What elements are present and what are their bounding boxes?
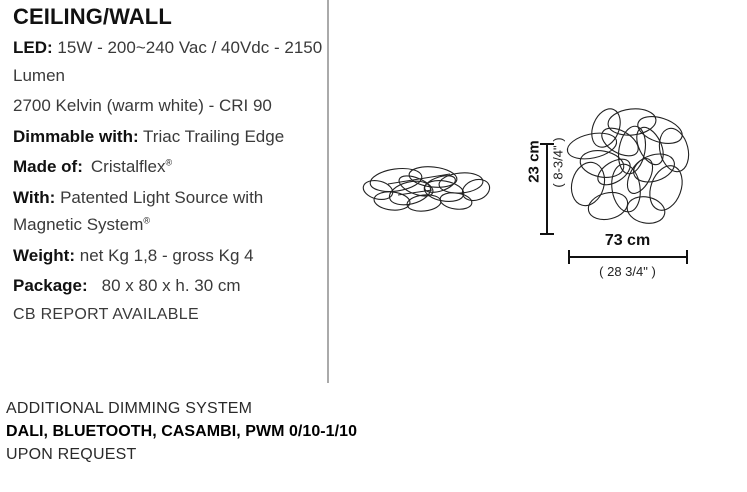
- specification-list: LED: 15W - 200~240 Vac / 40Vdc - 2150 Lu…: [13, 34, 325, 327]
- dimension-width-cap-right: [686, 250, 688, 264]
- footer-notes: ADDITIONAL DIMMING SYSTEM DALI, BLUETOOT…: [6, 398, 706, 467]
- registered-mark-cristalflex: ®: [165, 157, 173, 168]
- dimension-width-imperial: ( 28 3/4" ): [599, 264, 656, 279]
- dimension-height-imperial: ( 8-3/4" ): [550, 137, 566, 188]
- footer-line-protocols: DALI, BLUETOOTH, CASAMBI, PWM 0/10-1/10: [6, 422, 358, 440]
- footer-line-upon-request: UPON REQUEST: [6, 445, 137, 463]
- spec-value-weight: net Kg 1,8 - gross Kg 4: [79, 245, 254, 265]
- spec-row-led: LED: 15W - 200~240 Vac / 40Vdc - 2150 Lu…: [13, 34, 325, 89]
- spec-row-dimmable: Dimmable with: Triac Trailing Edge: [13, 123, 325, 151]
- spec-value-made-of: Cristalflex: [90, 157, 166, 177]
- dimension-height-line: [546, 143, 548, 235]
- dimension-width-metric: 73 cm: [604, 232, 651, 249]
- page-title: CEILING/WALL: [13, 4, 172, 29]
- spec-value-package: 80 x 80 x h. 30 cm: [101, 276, 241, 296]
- spec-label-made-of: Made of:: [13, 157, 83, 177]
- dimension-width-cap-left: [568, 250, 570, 264]
- lamp-side-view: [358, 160, 498, 225]
- spec-row-weight: Weight: net Kg 1,8 - gross Kg 4: [13, 242, 325, 270]
- lamp-front-view: [562, 102, 702, 242]
- spec-label-led: LED:: [13, 38, 53, 57]
- spec-value-dimmable: Triac Trailing Edge: [143, 126, 285, 146]
- spec-label-package: Package:: [13, 276, 88, 296]
- spec-label-weight: Weight:: [13, 245, 76, 265]
- spec-value-with: Patented Light Source with Magnetic Syst…: [13, 187, 264, 235]
- dimension-height: 23 cm ( 8-3/4" ): [500, 135, 566, 245]
- spec-label-dimmable: Dimmable with:: [13, 126, 139, 146]
- column-divider: [327, 0, 329, 383]
- dimension-width-line: [568, 256, 688, 258]
- footer-line-dimming-system: ADDITIONAL DIMMING SYSTEM: [6, 400, 253, 417]
- spec-row-made-of: Made of: Cristalflex®: [13, 153, 325, 181]
- spec-row-with: With: Patented Light Source with Magneti…: [13, 184, 325, 239]
- spec-row-color-temperature: 2700 Kelvin (warm white) - CRI 90: [13, 92, 325, 120]
- cb-report-note: CB REPORT AVAILABLE: [13, 305, 199, 323]
- dimension-height-metric: 23 cm: [525, 140, 543, 183]
- product-diagram-area: 23 cm ( 8-3/4" ) 73 cm ( 28 3/4" ): [340, 0, 747, 390]
- dimension-height-cap-top: [540, 143, 554, 145]
- spec-label-with: With:: [13, 187, 56, 207]
- dimension-width: 73 cm ( 28 3/4" ): [565, 232, 700, 282]
- spec-value-led: 15W - 200~240 Vac / 40Vdc - 2150 Lumen: [13, 38, 323, 85]
- registered-mark-magnetic-system: ®: [143, 215, 151, 226]
- dimension-height-cap-bottom: [540, 233, 554, 235]
- specification-column: CEILING/WALL LED: 15W - 200~240 Vac / 40…: [13, 0, 325, 327]
- spec-value-color-temperature: 2700 Kelvin (warm white) - CRI 90: [13, 96, 272, 116]
- spec-row-package: Package: 80 x 80 x h. 30 cm: [13, 272, 325, 300]
